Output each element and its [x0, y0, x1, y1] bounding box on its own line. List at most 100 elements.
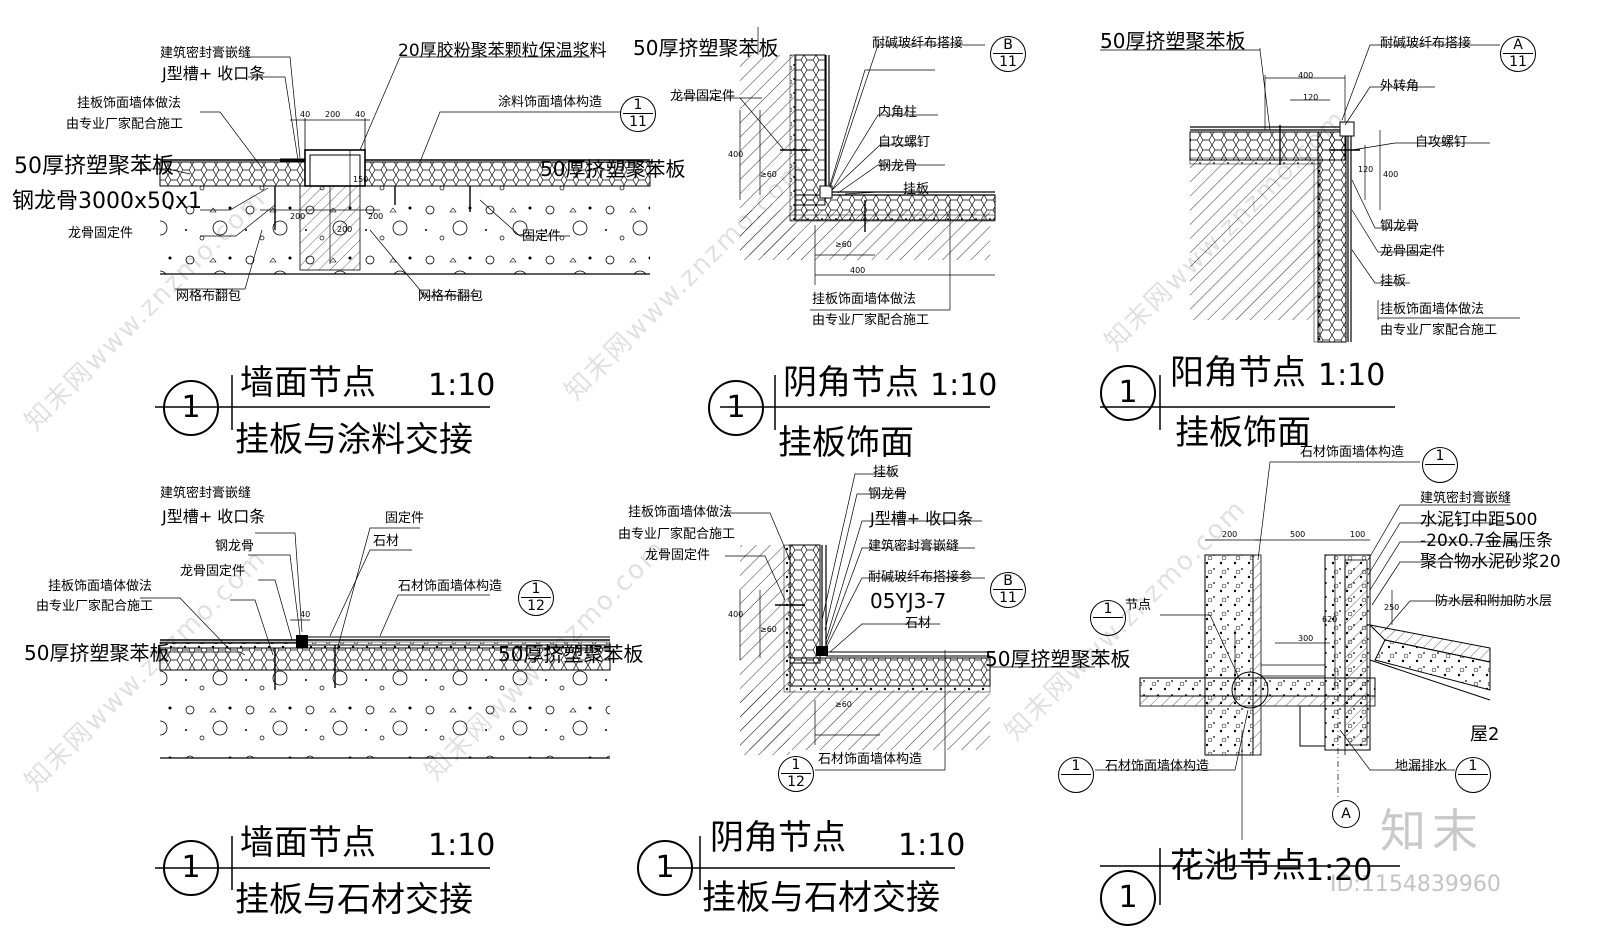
detail-title: 墙面节点	[240, 363, 376, 403]
label: 龙骨固定件	[180, 564, 246, 579]
dimension: 400	[728, 610, 744, 619]
label: 聚合物水泥砂浆20	[1420, 552, 1561, 572]
ref-divider	[781, 773, 811, 774]
panel5-drawing	[665, 473, 1095, 890]
label: 钢龙骨	[868, 487, 908, 502]
ref-top: 1	[1071, 758, 1081, 774]
ref-bottom: 12	[787, 774, 805, 790]
ref-top: B	[1003, 37, 1013, 53]
detail-title: 墙面节点	[240, 823, 376, 863]
label: 外转角	[1380, 79, 1420, 94]
ref-bottom: 11	[1509, 54, 1527, 70]
label: 由专业厂家配合施工	[66, 117, 184, 132]
label: 地漏排水	[1395, 759, 1448, 774]
detail-reference-callout: 1 11	[620, 96, 656, 132]
label: 自攻螺钉	[878, 135, 931, 150]
label: 石材	[373, 534, 400, 549]
label: 由专业厂家配合施工	[36, 599, 154, 614]
ref-divider	[1458, 774, 1488, 775]
label: 建筑密封膏嵌缝	[1420, 491, 1512, 506]
detail-reference-callout: A 11	[1500, 36, 1536, 72]
ref-divider	[1061, 774, 1091, 775]
label: 挂板	[873, 465, 900, 480]
ref-top: 1	[791, 757, 801, 773]
detail-subtitle: 挂板与石材交接	[235, 880, 473, 920]
detail-scale: 1:10	[428, 828, 496, 863]
dimension: 400	[728, 150, 744, 159]
ref-divider	[993, 53, 1023, 54]
label: 挂板饰面墙体做法	[812, 292, 917, 307]
ref-bottom: 11	[999, 54, 1017, 70]
detail-reference-callout: 1	[1090, 600, 1126, 636]
ref-top: 1	[531, 581, 541, 597]
detail-title: 花池节点	[1170, 846, 1306, 886]
detail-scale: 1:20	[1305, 853, 1373, 888]
dimension: ≥60	[760, 625, 777, 634]
label: 涂料饰面墙体构造	[498, 95, 603, 110]
label: 挂板	[1380, 274, 1407, 289]
dimension: 500	[1290, 530, 1306, 539]
label: 石材饰面墙体构造	[1105, 759, 1210, 774]
label: 网格布翻包	[418, 289, 484, 304]
dimension: 200	[337, 225, 353, 234]
label: 龙骨固定件	[645, 548, 711, 563]
label: J型槽+ 收口条	[162, 64, 266, 83]
detail-subtitle: 挂板与涂料交接	[235, 420, 473, 460]
dimension: 120	[1303, 93, 1319, 102]
label: 龙骨固定件	[670, 89, 736, 104]
label: 50厚挤塑聚苯板	[14, 154, 174, 179]
label: 由专业厂家配合施工	[618, 527, 736, 542]
detail-title: 阴角节点	[783, 363, 919, 403]
dimension: 120	[1358, 165, 1374, 174]
label: 龙骨固定件	[1380, 244, 1446, 259]
label: 50厚挤塑聚苯板	[24, 641, 170, 665]
detail-scale: 1:10	[898, 828, 966, 863]
ref-top: B	[1003, 573, 1013, 589]
dimension: 200	[325, 110, 341, 119]
detail-title: 阳角节点	[1170, 353, 1306, 393]
detail-number-marker: 1	[163, 380, 219, 436]
detail-number-marker: 1	[708, 380, 764, 436]
detail-reference-callout: B 11	[990, 36, 1026, 72]
detail-number-marker: 1	[1100, 365, 1156, 421]
detail-reference-callout: 1 12	[778, 756, 814, 792]
detail-subtitle: 挂板饰面	[778, 423, 914, 463]
dimension: 40	[355, 110, 366, 119]
dimension: 200	[1222, 530, 1238, 539]
ref-top: 1	[1435, 448, 1445, 464]
dimension: ≥60	[835, 700, 852, 709]
ref-bottom: 12	[527, 598, 545, 614]
label: 耐碱玻纤布搭接	[872, 36, 964, 51]
ref-divider	[521, 597, 551, 598]
ref-top: 1	[633, 97, 643, 113]
detail-reference-callout: B 11	[990, 572, 1026, 608]
detail-scale: 1:10	[1318, 358, 1386, 393]
detail-subtitle: 挂板饰面	[1175, 413, 1311, 453]
watermark-logo: 知末	[1380, 804, 1484, 858]
label: 50厚挤塑聚苯板	[985, 647, 1131, 671]
ref-divider	[993, 589, 1023, 590]
label: -20x0.7金属压条	[1420, 531, 1553, 551]
ref-divider	[1425, 464, 1455, 465]
label: 挂板饰面墙体做法	[1380, 302, 1485, 317]
label: 50厚挤塑聚苯板	[540, 157, 686, 181]
label: 20厚胶粉聚苯颗粒保温浆料	[398, 41, 607, 61]
label: 建筑密封膏嵌缝	[160, 46, 252, 61]
panel2-drawing	[680, 27, 996, 430]
label: 自攻螺钉	[1415, 135, 1468, 150]
label: 50厚挤塑聚苯板	[633, 36, 779, 60]
label: 耐碱玻纤布搭接参	[868, 570, 973, 585]
label: 石材饰面墙体构造	[818, 752, 923, 767]
label: 50厚挤塑聚苯板	[1100, 29, 1246, 53]
ref-bottom: 11	[629, 114, 647, 130]
detail-reference-callout: 1	[1455, 757, 1491, 793]
dimension: 250	[1384, 603, 1400, 612]
label: J型槽+ 收口条	[162, 507, 266, 526]
ref-divider	[1093, 617, 1123, 618]
label: J型槽+ 收口条	[870, 509, 974, 528]
label: 固定件	[385, 511, 425, 526]
label: 节点	[1125, 598, 1152, 613]
label: 由专业厂家配合施工	[1380, 323, 1498, 338]
panel3-drawing	[1100, 44, 1520, 430]
ref-top: 1	[1468, 758, 1478, 774]
